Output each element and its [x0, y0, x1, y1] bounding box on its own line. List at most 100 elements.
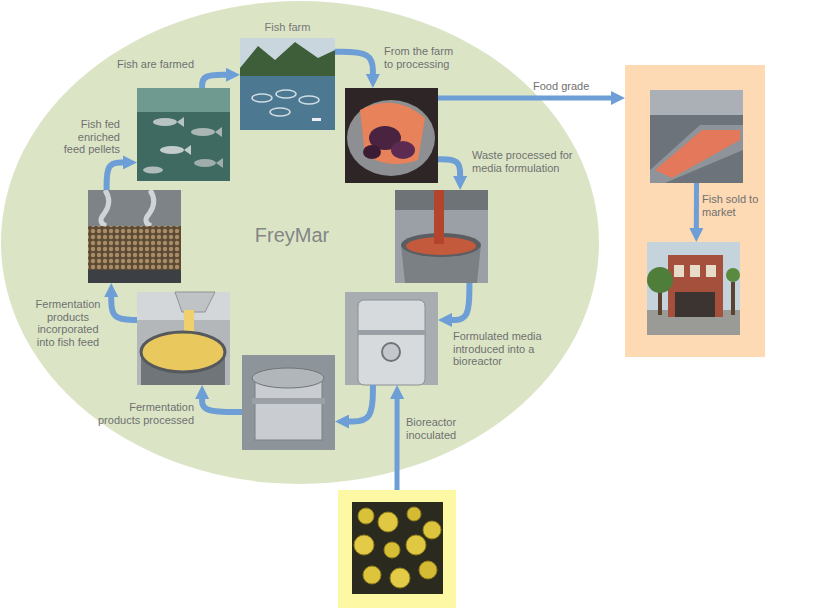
bioreactor-photo [345, 292, 438, 385]
yeast-cell [354, 535, 374, 555]
tank-valve [382, 343, 400, 361]
brick-building [668, 255, 723, 317]
edge-label: Food grade [533, 80, 613, 93]
pitcher [175, 292, 215, 312]
pellets-photo [88, 190, 181, 283]
edge-label-box: Fermentation products incorporated into … [32, 298, 104, 348]
yeast-photo [352, 502, 443, 594]
fish-tail [216, 158, 223, 168]
vessel-band [252, 398, 325, 404]
bowl [141, 352, 225, 385]
steam [101, 190, 109, 226]
pour-stream [184, 310, 194, 336]
yeast-cell [384, 542, 400, 558]
yeast-cell [419, 561, 437, 579]
photo-node [345, 292, 438, 385]
connector-group [107, 52, 697, 490]
window [674, 265, 684, 277]
yeast-cell [406, 535, 426, 555]
farm-mountains [240, 42, 335, 76]
photo-node [88, 190, 181, 283]
shopfront [675, 292, 715, 317]
vessel-photo [242, 355, 335, 450]
media-stream [434, 190, 444, 244]
farm-boat [312, 118, 321, 121]
processing-photo [345, 88, 438, 183]
flow-arrow [202, 75, 226, 88]
edge-label: Fermentation products incorporated into … [32, 298, 104, 348]
yellow-product [141, 332, 225, 372]
region-shape [1, 1, 599, 484]
water-surface [137, 88, 230, 112]
pellet-belt [88, 226, 181, 270]
fish-pen [252, 94, 272, 102]
tree-trunk [731, 282, 735, 315]
photo-node [137, 292, 230, 385]
photo-node [345, 88, 438, 183]
flow-arrow [335, 52, 373, 74]
edge-label: Formulated media introduced into a biore… [453, 330, 549, 368]
flow-arrow [452, 283, 469, 320]
flow-arrow [349, 385, 373, 422]
tree [726, 268, 740, 282]
fish-tail [177, 117, 184, 127]
yeast-cell [378, 512, 398, 532]
tree [647, 267, 673, 293]
edge-label: Bioreactor inoculated [406, 416, 472, 441]
fish-tail [184, 145, 191, 155]
fish-offal [391, 141, 415, 159]
vessel-body [255, 378, 322, 440]
flow-arrow [438, 159, 460, 176]
conveyor [650, 125, 743, 183]
flow-arrow [107, 162, 123, 190]
yeast-cell [358, 508, 374, 524]
edge-label-box: Formulated media introduced into a biore… [453, 330, 549, 368]
fish-pen [270, 108, 290, 116]
fish [153, 118, 177, 126]
flow-arrow [694, 183, 699, 228]
vessel-lid [252, 368, 324, 388]
edge-label-box: From the farm to processing [384, 45, 462, 70]
yeast-cell [423, 521, 441, 539]
farm-sky [240, 38, 335, 70]
cycle-region: FreyMarFish farm [0, 0, 600, 485]
edge-label: Fish sold to market [702, 193, 764, 218]
edge-label-box: Fish fed enriched feed pellets [58, 118, 120, 156]
tree-trunk [658, 285, 662, 315]
photo-node: Fish farm [240, 38, 335, 130]
panel-shape [625, 65, 765, 357]
pouring-wall [137, 292, 230, 320]
yeast-cell [407, 507, 421, 521]
fish-photo [137, 88, 230, 181]
shop-photo [647, 242, 740, 335]
media-ceiling [395, 190, 488, 210]
media-vat [401, 245, 481, 283]
plate [347, 100, 435, 176]
flow-arrow [202, 399, 242, 412]
edge-label: Fermentation products processed [94, 401, 194, 426]
photo-node [647, 242, 740, 335]
salmon-line [655, 130, 740, 178]
flow-arrow [395, 399, 400, 490]
vat-rim [401, 233, 481, 257]
panel-outline [338, 490, 456, 608]
yeast-cell [390, 568, 410, 588]
tank-band [358, 330, 425, 335]
photo-node [650, 90, 743, 183]
fish [160, 146, 184, 154]
edge-label: Waste processed for media formulation [472, 149, 578, 174]
steam [146, 190, 154, 226]
window [690, 265, 700, 277]
edge-label-box: Fish sold to market [702, 193, 764, 218]
fish [194, 159, 216, 167]
edge-label-box: Fermentation products processed [94, 401, 194, 426]
fish [191, 128, 215, 136]
fish-tail [215, 127, 222, 137]
window [706, 265, 716, 277]
photo-node [137, 88, 230, 181]
flow-arrow [438, 95, 611, 100]
